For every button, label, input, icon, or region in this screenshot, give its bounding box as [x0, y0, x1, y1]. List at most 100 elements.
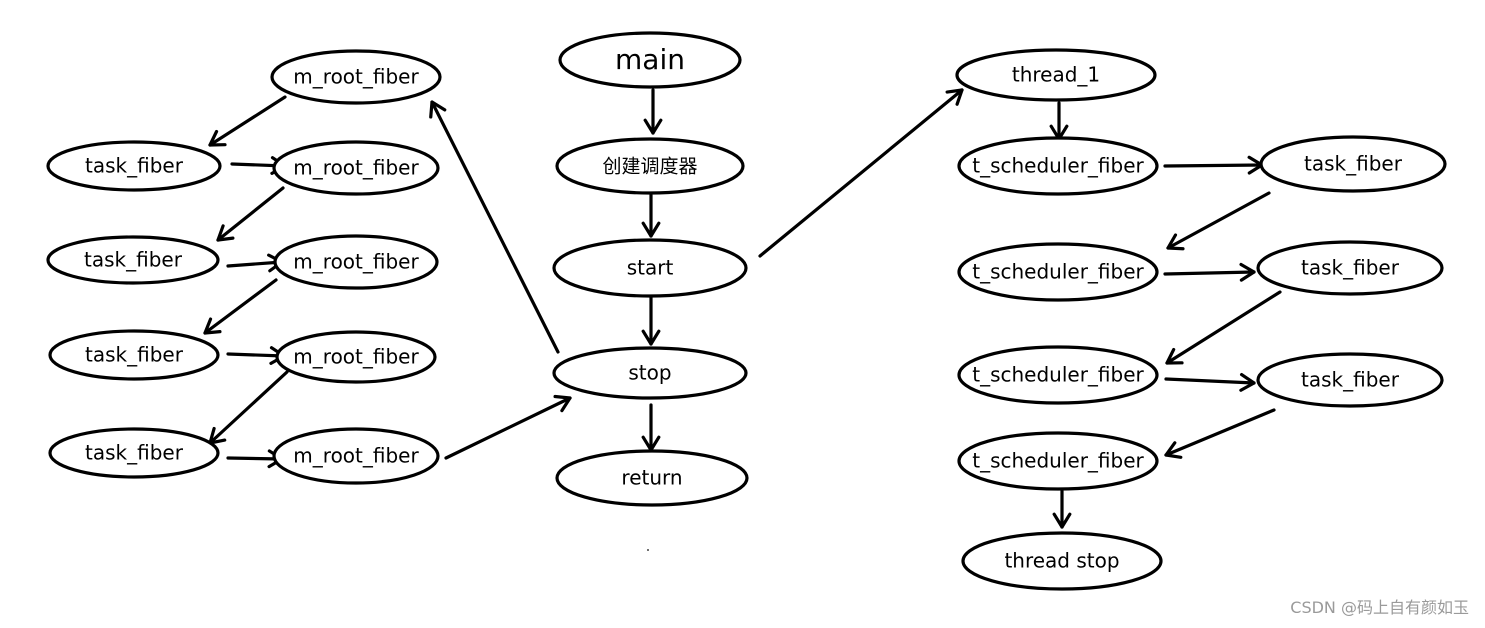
- node-label: 创建调度器: [602, 156, 697, 178]
- edge-line: [1164, 377, 1256, 385]
- edge-thread1-to-tsch1: [1049, 101, 1069, 141]
- node-ellipse: [955, 48, 1157, 102]
- edge-line: [226, 352, 286, 358]
- edge-line: [216, 186, 285, 242]
- arrowhead: [1052, 512, 1072, 529]
- node-ltask2: task_fiber: [46, 235, 220, 285]
- node-label: task_fiber: [84, 248, 183, 272]
- node-return: return: [555, 449, 749, 507]
- edge-line: [208, 370, 289, 445]
- edge-lroot2-to-ltask3: [203, 278, 278, 335]
- edge-rtask3-to-tsch4: [1164, 408, 1276, 459]
- node-tsch4: t_scheduler_fiber: [957, 431, 1159, 491]
- edge-stop-to-lroot0: [429, 100, 560, 354]
- arrowhead: [1239, 372, 1256, 392]
- node-ellipse: [275, 330, 437, 384]
- node-ellipse: [1256, 352, 1444, 408]
- node-ellipse: [552, 238, 748, 298]
- arrowhead: [216, 224, 235, 242]
- node-ellipse: [272, 140, 440, 196]
- edge-lroot4-to-stop: [444, 394, 572, 460]
- watermark: CSDN @码上自有颜如玉: [1290, 598, 1469, 617]
- edges-layer: [203, 88, 1282, 529]
- edge-line: [1166, 191, 1271, 250]
- arrowhead: [1164, 441, 1183, 459]
- arrowhead: [203, 317, 222, 335]
- node-ellipse: [48, 329, 220, 381]
- node-label: thread_1: [1012, 63, 1100, 87]
- node-ellipse: [270, 49, 442, 105]
- node-ellipse: [555, 449, 749, 507]
- node-lroot1: m_root_fiber: [272, 140, 440, 196]
- edge-tsch4-to-tstop: [1052, 489, 1072, 529]
- node-rtask1: task_fiber: [1259, 135, 1447, 193]
- edge-tsch1-to-rtask1: [1163, 155, 1264, 175]
- edge-line: [203, 278, 278, 335]
- node-ellipse: [558, 31, 742, 89]
- node-label: thread stop: [1004, 549, 1119, 573]
- node-start: start: [552, 238, 748, 298]
- node-lroot2: m_root_fiber: [273, 234, 439, 290]
- node-ellipse: [46, 235, 220, 285]
- node-label: main: [615, 43, 685, 76]
- arrowhead: [1166, 233, 1185, 251]
- node-label: t_scheduler_fiber: [972, 449, 1144, 473]
- arrowhead: [945, 88, 964, 106]
- node-label: task_fiber: [85, 343, 184, 367]
- node-ellipse: [957, 242, 1159, 302]
- node-main: main: [558, 31, 742, 89]
- node-ellipse: [272, 427, 440, 485]
- node-label: m_root_fiber: [293, 250, 419, 274]
- edge-lroot0-to-ltask1: [208, 95, 287, 147]
- node-label: m_root_fiber: [293, 444, 419, 468]
- edge-line: [226, 260, 284, 268]
- node-label: task_fiber: [1301, 256, 1400, 280]
- edge-rtask1-to-tsch2: [1166, 191, 1271, 251]
- edge-line: [430, 100, 560, 354]
- edge-lroot3-to-ltask4: [208, 370, 289, 445]
- node-tsch2: t_scheduler_fiber: [957, 242, 1159, 302]
- node-create: 创建调度器: [555, 137, 745, 195]
- arrowhead: [429, 100, 447, 119]
- node-tstop: thread stop: [961, 531, 1163, 591]
- edge-line: [1163, 163, 1264, 168]
- node-label: task_fiber: [85, 154, 184, 178]
- edge-line: [208, 95, 287, 147]
- edge-rtask2-to-tsch3: [1165, 290, 1282, 365]
- edge-create-to-start: [641, 193, 661, 238]
- stray-dot: [647, 549, 649, 551]
- node-tsch1: t_scheduler_fiber: [957, 136, 1159, 196]
- arrowhead: [553, 394, 572, 413]
- node-lroot0: m_root_fiber: [270, 49, 442, 105]
- node-lroot4: m_root_fiber: [272, 427, 440, 485]
- node-ellipse: [957, 431, 1159, 491]
- nodes-layer: main创建调度器startstopreturnm_root_fibertask…: [46, 31, 1447, 591]
- arrowhead: [1165, 347, 1184, 365]
- edge-line: [1163, 270, 1256, 276]
- node-ltask3: task_fiber: [48, 329, 220, 381]
- arrowhead: [1239, 262, 1256, 282]
- node-label: return: [621, 466, 682, 490]
- edge-line: [444, 396, 572, 460]
- edge-line: [1164, 408, 1276, 457]
- node-ellipse: [957, 136, 1159, 196]
- edge-lroot1-to-ltask2: [216, 186, 285, 242]
- arrowhead: [641, 221, 661, 238]
- edge-line: [1165, 290, 1282, 365]
- edge-start-to-stop: [641, 295, 661, 346]
- node-stop: stop: [552, 346, 748, 400]
- node-label: t_scheduler_fiber: [972, 154, 1144, 178]
- edge-line: [758, 88, 964, 258]
- arrowhead: [643, 118, 663, 135]
- node-label: task_fiber: [1304, 152, 1403, 176]
- node-ellipse: [1256, 240, 1444, 296]
- node-ellipse: [1259, 135, 1447, 193]
- edge-start-to-thread1: [758, 88, 964, 258]
- node-label: t_scheduler_fiber: [972, 260, 1144, 284]
- node-ltask4: task_fiber: [48, 427, 220, 479]
- node-ellipse: [48, 427, 220, 479]
- node-label: m_root_fiber: [293, 65, 419, 89]
- edge-main-to-create: [643, 88, 663, 135]
- node-ellipse: [552, 346, 748, 400]
